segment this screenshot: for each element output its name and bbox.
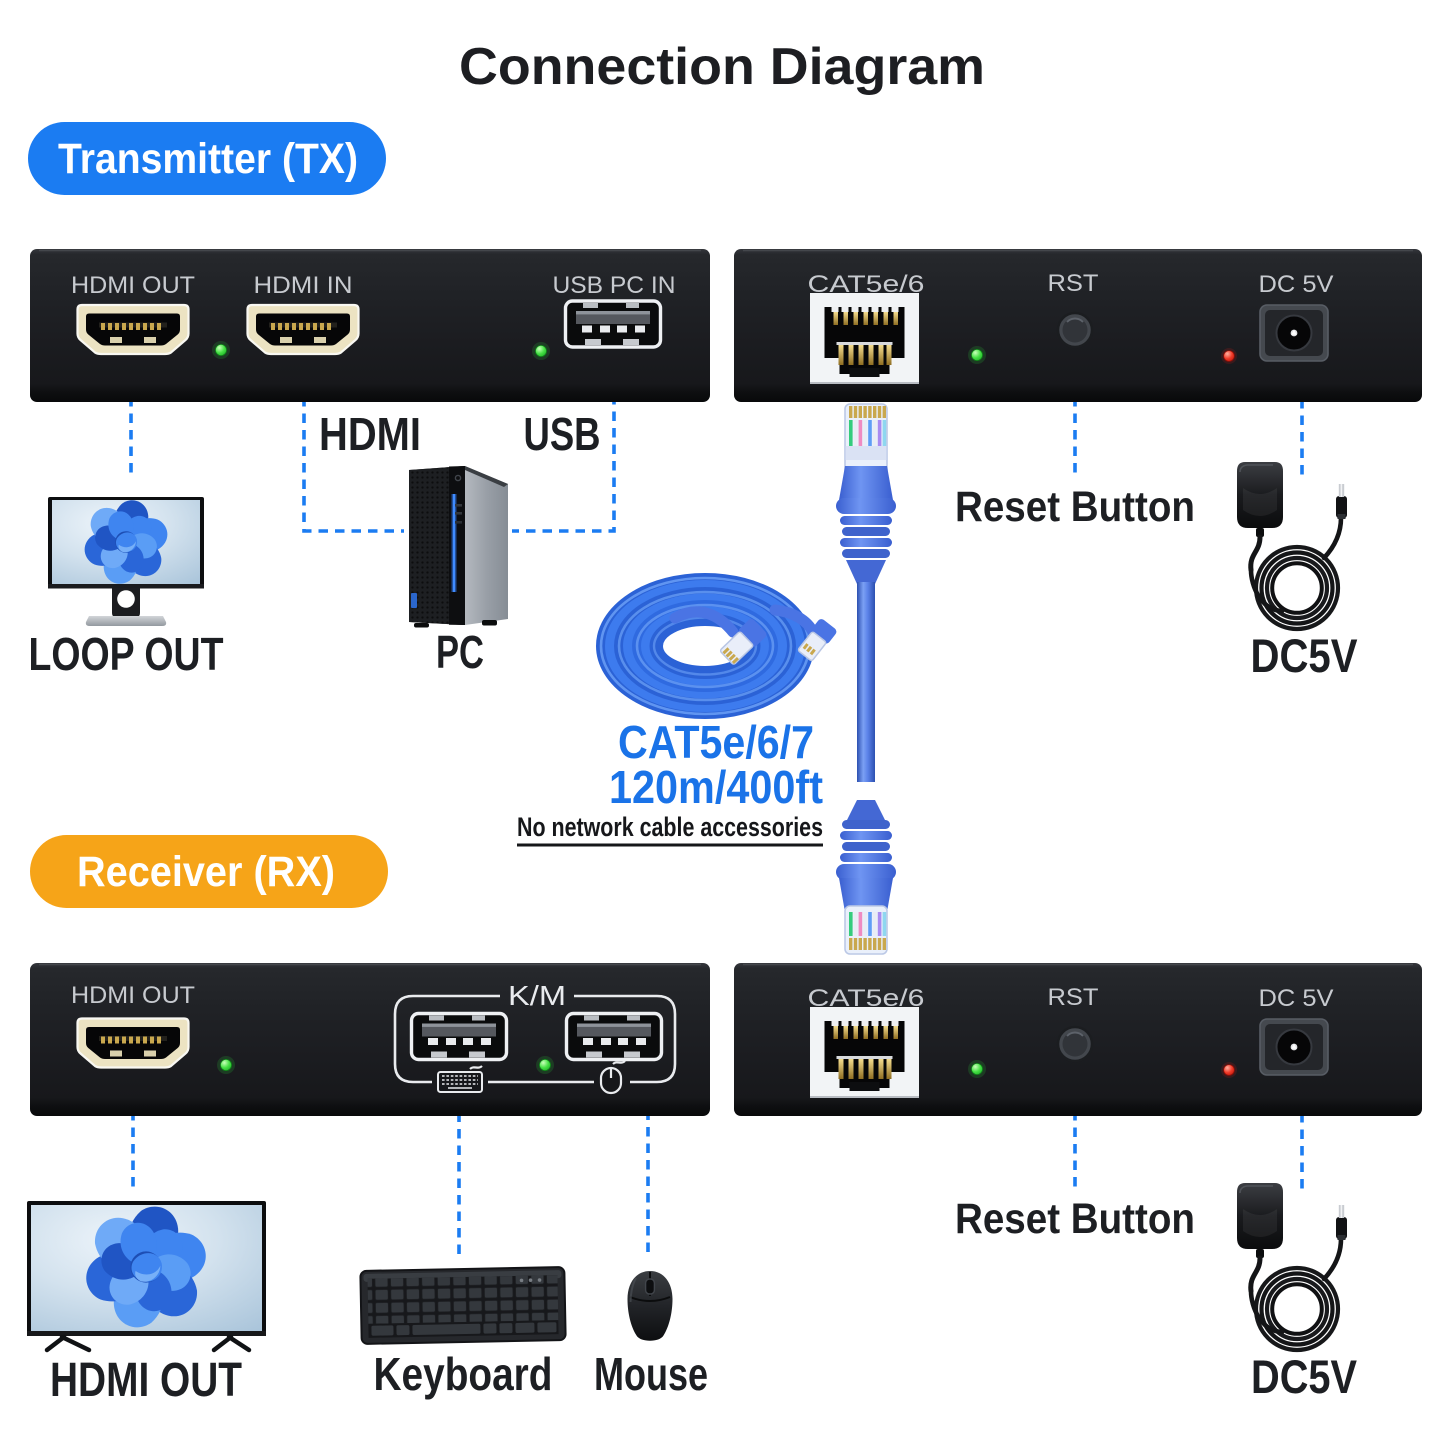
hdmi-out-tv [27,1201,266,1353]
tx-usb-port-icon [563,299,663,349]
mouse-image [627,1271,673,1341]
tx-hdmi-out-port-label: HDMI OUT [71,272,195,299]
network-cable-coil [596,573,837,719]
link-power-label: DC 5V [1259,271,1334,298]
receiver-badge-label: Receiver (RX) [77,848,335,896]
patch-cable [836,403,896,955]
loop-out-label: LOOP OUT [29,628,224,680]
keyboard-image [359,1266,567,1345]
transmitter-badge-label: Transmitter (TX) [58,135,358,183]
tx-reset-button-label: Reset Button [955,483,1195,531]
rx-km-label: K/M [508,980,566,1011]
tx-usb-line [512,362,616,533]
rx-usb-mouse-port-icon [564,1011,664,1062]
rx-front-panel: HDMI OUT K/M [30,963,710,1116]
transmitter-badge: Transmitter (TX) [28,122,386,195]
pc-tower [409,466,508,628]
rx-link-panel [734,963,1422,1116]
rx-hdmi-out-port-icon [76,1017,190,1069]
rx-hdmi-out-callout-label: HDMI OUT [50,1354,242,1407]
tx-hdmi-out-port-icon [76,303,190,356]
receiver-badge: Receiver (RX) [30,835,388,908]
tx-power-adapter [1237,462,1347,629]
cable-length-label: 120m/400ft [609,761,823,813]
link-green-led-icon [967,345,987,365]
link-rj45-port-icon [809,292,920,384]
tx-front-panel: HDMI OUT HDMI IN USB PC IN [30,249,710,402]
tx-hdmi-in-line [302,364,404,533]
tx-hdmi-led-icon [211,340,231,360]
rx-usb-keyboard-port-icon [409,1011,509,1062]
link-rst-label: RST [1048,270,1099,297]
hdmi-callout-label: HDMI [319,408,421,460]
tx-dc5v-label: DC5V [1251,629,1359,682]
rx-dc5v-label: DC5V [1251,1350,1358,1403]
mouse-label: Mouse [594,1348,708,1400]
tx-usb-led-icon [531,341,551,361]
page-title: Connection Diagram [459,38,985,96]
tx-usb-port-label: USB PC IN [553,272,676,299]
tx-hdmi-in-port-label: HDMI IN [254,272,353,299]
rx-reset-button-label: Reset Button [955,1195,1195,1243]
usb-callout-label: USB [524,408,601,460]
loop-out-monitor [48,497,204,626]
keyboard-label: Keyboard [374,1348,553,1400]
link-reset-button-icon [1056,311,1094,349]
rx-power-adapter [1237,1183,1347,1350]
km-bracket [393,994,677,1084]
cable-note-label: No network cable accessories [517,812,823,842]
rx-hdmi-led-icon [216,1055,236,1075]
rx-hdmi-out-port-label: HDMI OUT [71,982,195,1009]
link-dc-jack-icon [1259,304,1329,362]
tx-hdmi-in-port-icon [246,303,360,356]
pc-label: PC [436,626,484,678]
cable-type-label: CAT5e/6/7 [618,716,814,768]
rx-km-led-icon [535,1055,555,1075]
link-red-led-icon [1220,347,1238,365]
